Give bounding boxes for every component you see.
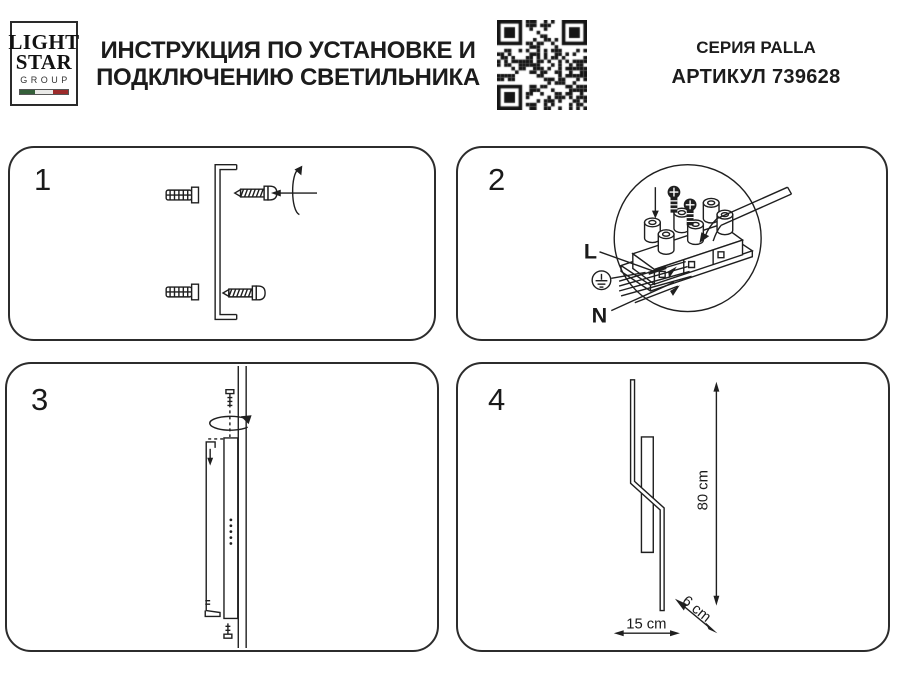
terminal-labels: L N <box>584 240 674 327</box>
step-3-drawing <box>7 364 252 650</box>
lamp-tube <box>631 380 665 611</box>
width-dimension-label: 15 cm <box>626 616 666 632</box>
step-1-drawing <box>10 148 434 339</box>
dimension-arrow-depth: 6 cm <box>674 593 718 634</box>
cylinder <box>645 218 661 242</box>
screw-top-icon <box>235 186 277 200</box>
step-2-drawing: L N <box>584 148 886 327</box>
step-4-number: 4 <box>488 382 506 417</box>
step-4-panel: 4 80 cm 6 cm 15 cm <box>456 362 890 652</box>
cylinder <box>717 210 733 234</box>
step-1-number: 1 <box>34 162 52 197</box>
logo-word-light: LIGHT <box>8 30 80 54</box>
dimension-arrow-width: 15 cm <box>613 616 680 637</box>
height-dimension-label: 80 cm <box>696 470 712 510</box>
page-title-line1: ИНСТРУКЦИЯ ПО УСТАНОВКЕ И <box>100 37 476 64</box>
step-3-number: 3 <box>31 382 49 417</box>
depth-dimension-label: 6 cm <box>679 593 714 626</box>
step-2-panel: 2 <box>456 146 888 341</box>
step-4-drawing: 80 cm 6 cm 15 cm <box>613 364 720 637</box>
terminal-screw-icon <box>667 185 681 213</box>
cylinder <box>658 230 674 254</box>
terminal-screw-icon <box>683 198 697 226</box>
step-1-panel: 1 <box>8 146 436 341</box>
wire-lines <box>619 262 691 303</box>
step-2-number: 2 <box>488 162 506 197</box>
line-label: L <box>584 240 597 264</box>
lightstar-logo: LIGHT STAR GROUP <box>8 21 80 106</box>
dimension-arrow-height: 80 cm <box>696 381 720 606</box>
screw-bottom-icon <box>224 623 232 638</box>
wall-dowel-top-icon <box>166 187 198 203</box>
wall-bracket-drawing <box>205 442 220 617</box>
wall-dowel-bottom-icon <box>166 284 198 300</box>
qr-code <box>497 20 587 110</box>
page-title: ИНСТРУКЦИЯ ПО УСТАНОВКЕ И ПОДКЛЮЧЕНИЮ СВ… <box>92 37 484 91</box>
wall-bracket-drawing <box>215 165 237 320</box>
screw-bottom-icon <box>223 286 265 300</box>
ground-icon <box>592 271 611 290</box>
rotation-arrow-icon <box>270 165 317 215</box>
magnifier-circle <box>614 165 761 312</box>
logo-flag-bar <box>19 89 69 95</box>
fixture-backplate <box>224 438 238 618</box>
logo-word-star: STAR <box>15 50 73 74</box>
rotation-arrow-icon <box>210 415 252 430</box>
series-label: СЕРИЯ PALLA <box>696 38 816 57</box>
screw-top-icon <box>226 390 234 408</box>
connector-dots <box>229 518 233 545</box>
step-3-panel: 3 <box>5 362 439 652</box>
neutral-label: N <box>592 303 608 327</box>
supply-cable-lines <box>699 187 791 244</box>
page-title-line2: ПОДКЛЮЧЕНИЮ СВЕТИЛЬНИКА <box>96 64 480 91</box>
logo-word-group: GROUP <box>20 75 71 85</box>
product-info: СЕРИЯ PALLA АРТИКУЛ 739628 <box>640 38 872 89</box>
insert-down-arrow-icon <box>651 187 659 219</box>
article-label: АРТИКУЛ 739628 <box>671 66 841 88</box>
wall-edge-lines <box>238 366 246 648</box>
